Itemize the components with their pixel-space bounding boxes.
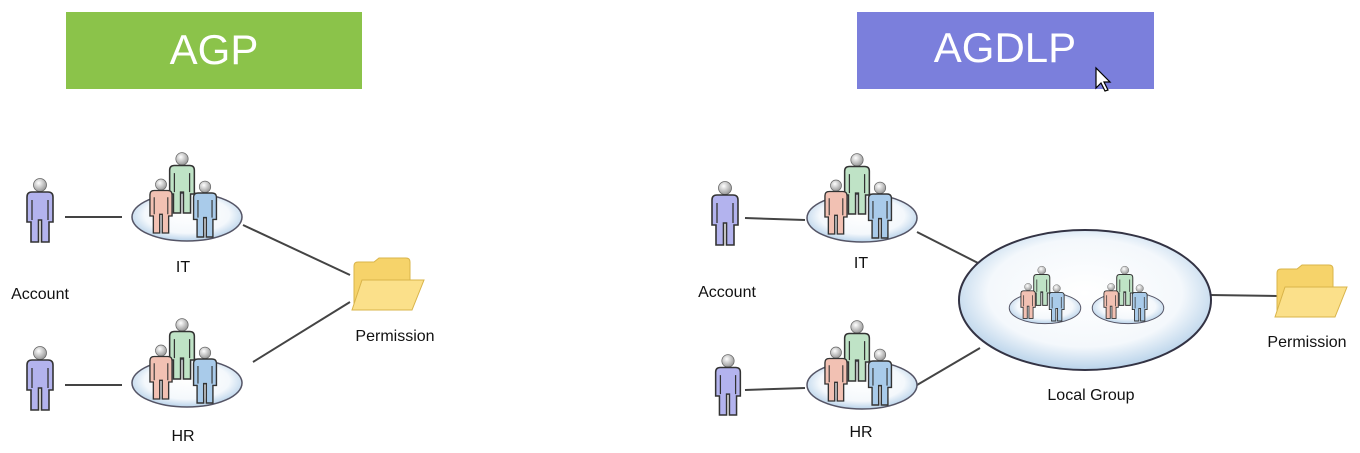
agp-section: AGP Account IT HR Permission xyxy=(11,12,435,445)
account-user-icon xyxy=(26,345,54,411)
account-user-icon xyxy=(26,177,54,243)
hr-group-label: HR xyxy=(171,428,194,445)
account-label: Account xyxy=(698,284,756,301)
account-user-icon xyxy=(714,353,742,416)
hr-group-label: HR xyxy=(849,424,872,441)
permission-folder-icon xyxy=(1274,264,1348,318)
local-group-icon xyxy=(958,229,1212,371)
connector-line xyxy=(744,387,806,391)
it-group-label: IT xyxy=(176,259,190,276)
permission-label: Permission xyxy=(1267,334,1346,351)
mouse-cursor-icon xyxy=(1095,66,1112,92)
it-group-label: IT xyxy=(854,255,868,272)
permission-folder-icon xyxy=(351,257,425,311)
connector-line xyxy=(1209,294,1278,297)
account-user-icon xyxy=(711,180,739,246)
connector-line xyxy=(744,217,806,221)
agdlp-section: AGDLP Account IT HR Local Group Permissi… xyxy=(698,12,1348,441)
hr-group-icon xyxy=(807,321,917,409)
hr-group-icon xyxy=(132,319,242,407)
agp-title: AGP xyxy=(170,26,259,73)
agp-title-box xyxy=(66,12,362,89)
connector-line xyxy=(916,231,981,265)
connector-line xyxy=(252,301,351,363)
permission-label: Permission xyxy=(355,328,434,345)
account-label: Account xyxy=(11,286,69,303)
connector-line xyxy=(916,347,981,386)
local-group-label: Local Group xyxy=(1047,387,1134,404)
it-group-icon xyxy=(807,154,917,242)
connector-line xyxy=(242,224,351,276)
agdlp-title: AGDLP xyxy=(934,24,1076,71)
it-group-icon xyxy=(132,153,242,241)
